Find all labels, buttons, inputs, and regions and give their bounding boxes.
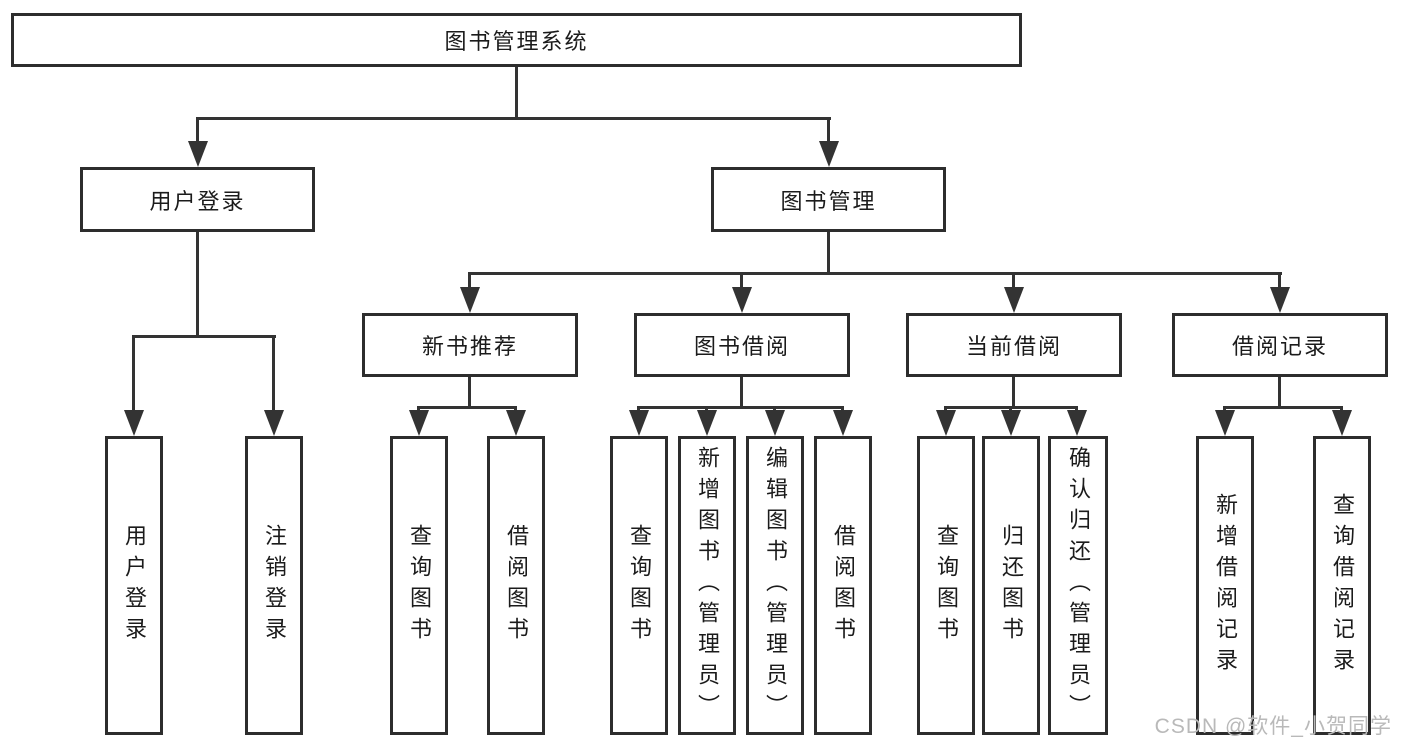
node-book-management-label: 图书管理 [780, 188, 877, 214]
arrowhead [1067, 410, 1087, 436]
leaf-edit-book-admin: 编辑图书（管理员） [746, 436, 804, 735]
leaf-borrow-books-recommend: 借阅图书 [487, 436, 545, 735]
connector-borrow-records-stub [1278, 377, 1281, 409]
leaf-confirm-return-admin-label: 确认归还（管理员） [1066, 446, 1091, 725]
connector-current-borrow-hline [946, 406, 1078, 409]
connector-level1-hline [197, 117, 831, 120]
node-new-book-recommend: 新书推荐 [362, 313, 578, 377]
arrowhead-new-book [460, 287, 480, 313]
arrowhead [629, 410, 649, 436]
node-borrow-records: 借阅记录 [1172, 313, 1388, 377]
connector-borrow-records-hline [1225, 406, 1343, 409]
csdn-watermark: CSDN @软件_小贺同学 [1154, 715, 1392, 738]
node-root-label: 图书管理系统 [444, 29, 589, 54]
leaf-user-login: 用户登录 [105, 436, 163, 735]
leaf-add-book-admin: 新增图书（管理员） [678, 436, 736, 735]
connector-new-book-hline [419, 406, 517, 409]
node-root: 图书管理系统 [11, 13, 1022, 67]
node-book-management: 图书管理 [711, 167, 946, 232]
connector-book-borrow-stub [740, 377, 743, 409]
arrowhead [1001, 410, 1021, 436]
arrowhead-book-borrow [732, 287, 752, 313]
connector-user-login-hline [134, 335, 276, 338]
leaf-logout-label: 注销登录 [262, 523, 287, 648]
leaf-query-borrow-record-label: 查询借阅记录 [1330, 492, 1355, 679]
node-new-book-recommend-label: 新书推荐 [421, 334, 518, 359]
arrowhead [936, 410, 956, 436]
connector-drop-book-borrow [740, 272, 743, 290]
leaf-borrow-books: 借阅图书 [814, 436, 872, 735]
arrowhead [409, 410, 429, 436]
arrowhead-user-login [188, 141, 208, 167]
connector-new-book-stub [468, 377, 471, 409]
connector-book-borrow-hline [639, 406, 844, 409]
connector-drop-borrow-records [1278, 272, 1281, 290]
leaf-return-books-label: 归还图书 [999, 523, 1024, 648]
arrowhead [697, 410, 717, 436]
arrowhead [765, 410, 785, 436]
leaf-query-books-current-label: 查询图书 [934, 523, 959, 648]
arrowhead [833, 410, 853, 436]
leaf-logout: 注销登录 [245, 436, 303, 735]
leaf-query-books-borrow-label: 查询图书 [627, 523, 652, 648]
leaf-borrow-books-label: 借阅图书 [831, 523, 856, 648]
leaf-add-book-admin-label: 新增图书（管理员） [695, 446, 720, 725]
node-book-borrow: 图书借阅 [634, 313, 850, 377]
connector-drop-leaf-login [132, 335, 135, 415]
leaf-query-books-recommend-label: 查询图书 [407, 523, 432, 648]
node-current-borrow: 当前借阅 [906, 313, 1122, 377]
leaf-query-books-recommend: 查询图书 [390, 436, 448, 735]
leaf-edit-book-admin-label: 编辑图书（管理员） [763, 446, 788, 725]
connector-root-stub [515, 67, 518, 117]
arrowhead [1215, 410, 1235, 436]
arrowhead-book-management [819, 141, 839, 167]
leaf-return-books: 归还图书 [982, 436, 1040, 735]
arrowhead [1332, 410, 1352, 436]
connector-user-login-stub [196, 232, 199, 338]
connector-drop-leaf-logout [272, 335, 275, 415]
leaf-query-books-current: 查询图书 [917, 436, 975, 735]
arrowhead-leaf-login [124, 410, 144, 436]
node-book-borrow-label: 图书借阅 [693, 334, 790, 359]
arrowhead-current-borrow [1004, 287, 1024, 313]
arrowhead-borrow-records [1270, 287, 1290, 313]
arrowhead-leaf-logout [264, 410, 284, 436]
node-borrow-records-label: 借阅记录 [1231, 334, 1328, 359]
leaf-add-borrow-record: 新增借阅记录 [1196, 436, 1254, 735]
leaf-borrow-books-recommend-label: 借阅图书 [504, 523, 529, 648]
connector-drop-new-book [468, 272, 471, 290]
connector-drop-current-borrow [1012, 272, 1015, 290]
connector-level2-hline [470, 272, 1282, 275]
leaf-query-borrow-record: 查询借阅记录 [1313, 436, 1371, 735]
connector-drop-user-login [196, 117, 199, 143]
arrowhead [506, 410, 526, 436]
node-user-login-label: 用户登录 [149, 188, 246, 214]
connector-drop-book-management [827, 117, 830, 143]
leaf-user-login-label: 用户登录 [122, 523, 147, 648]
connector-book-management-stub [827, 232, 830, 275]
leaf-add-borrow-record-label: 新增借阅记录 [1213, 492, 1238, 679]
node-user-login: 用户登录 [80, 167, 315, 232]
node-current-borrow-label: 当前借阅 [965, 334, 1062, 359]
leaf-confirm-return-admin: 确认归还（管理员） [1048, 436, 1108, 735]
leaf-query-books-borrow: 查询图书 [610, 436, 668, 735]
connector-current-borrow-stub [1012, 377, 1015, 409]
